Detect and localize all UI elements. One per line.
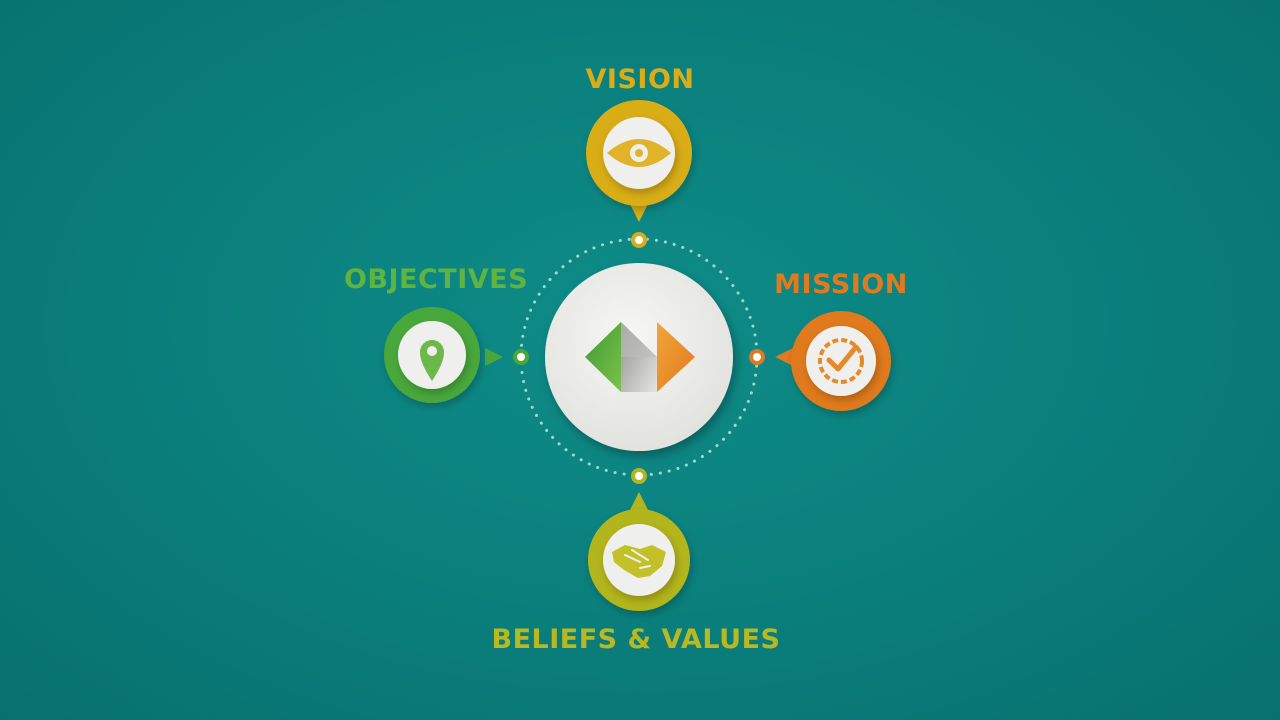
- objectives-node[interactable]: [384, 307, 503, 403]
- ring-connector-bottom: [631, 468, 647, 484]
- objectives-label: OBJECTIVES: [343, 264, 529, 295]
- ring-connector-right: [749, 349, 765, 365]
- beliefs-values-node[interactable]: [588, 492, 690, 611]
- eye-icon: [607, 139, 671, 167]
- mission-node[interactable]: [775, 311, 891, 411]
- handshake-icon: [612, 545, 666, 578]
- checkmark-badge-icon: [818, 338, 864, 384]
- beliefs-values-label: BELIEFS & VALUES: [491, 624, 781, 655]
- ring-connector-top: [631, 232, 647, 248]
- logo-mark-icon: [585, 322, 695, 392]
- vision-label: VISION: [585, 64, 695, 95]
- map-pin-icon: [420, 340, 444, 381]
- vision-node[interactable]: [586, 100, 692, 222]
- mission-label: MISSION: [774, 269, 908, 300]
- ring-connector-left: [513, 349, 529, 365]
